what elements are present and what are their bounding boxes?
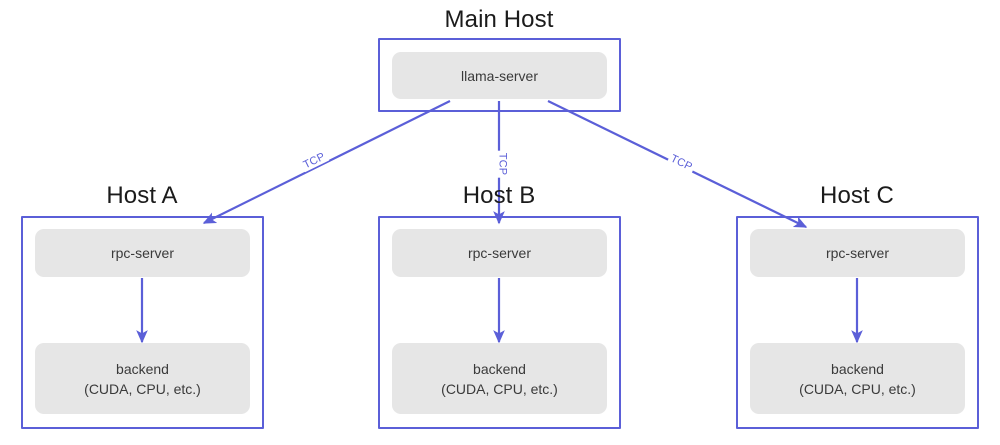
main-host-box xyxy=(378,38,621,112)
host-a-rpc-server-label: rpc-server xyxy=(110,245,174,261)
host-c-box xyxy=(736,216,979,429)
host-a-backend-sublabel: (CUDA, CPU, etc.) xyxy=(84,380,201,397)
host-a-rpc-server-node[interactable]: rpc-server xyxy=(35,229,250,277)
host-c-rpc-server-node[interactable]: rpc-server xyxy=(750,229,965,277)
host-b-backend-label: backend xyxy=(473,360,526,377)
edge-label-tcp-host-b: TCP xyxy=(496,150,509,178)
host-b-backend-node[interactable]: backend (CUDA, CPU, etc.) xyxy=(392,343,607,414)
host-c-rpc-server-label: rpc-server xyxy=(825,245,889,261)
host-a-backend-node[interactable]: backend (CUDA, CPU, etc.) xyxy=(35,343,250,414)
host-b-title: Host B xyxy=(462,182,536,209)
host-c-title: Host C xyxy=(820,182,894,209)
main-host-title: Main Host xyxy=(444,6,554,33)
llama-server-label: llama-server xyxy=(460,67,538,84)
host-c-backend-label: backend xyxy=(831,360,884,377)
host-b-rpc-server-node[interactable]: rpc-server xyxy=(392,229,607,277)
host-c-backend-sublabel: (CUDA, CPU, etc.) xyxy=(799,380,916,397)
host-c-backend-node[interactable]: backend (CUDA, CPU, etc.) xyxy=(750,343,965,414)
edge-label-tcp-host-c: TCP xyxy=(666,151,696,175)
host-b-box xyxy=(378,216,621,429)
host-b-backend-sublabel: (CUDA, CPU, etc.) xyxy=(441,380,558,397)
host-a-backend-label: backend xyxy=(116,360,169,377)
llama-server-node[interactable]: llama-server xyxy=(392,52,607,99)
host-a-box xyxy=(21,216,264,429)
host-b-rpc-server-label: rpc-server xyxy=(467,245,531,261)
edge-label-tcp-host-a: TCP xyxy=(299,149,329,173)
host-a-title: Host A xyxy=(106,182,178,209)
